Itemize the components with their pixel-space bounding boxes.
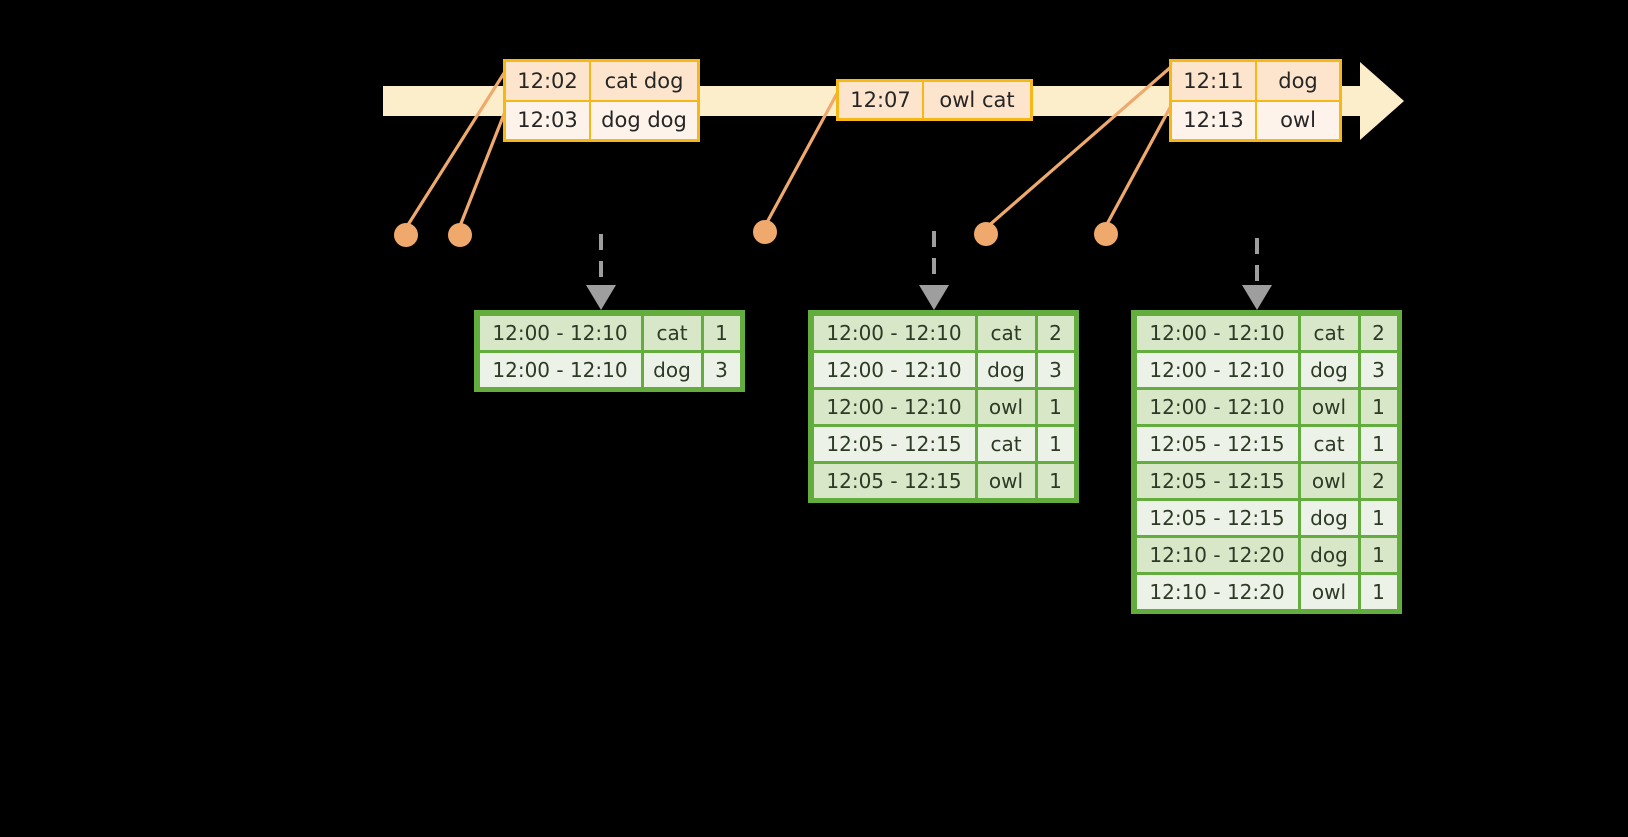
event-group-3[interactable]: 12:11 dog 12:13 owl xyxy=(1169,59,1342,142)
event-row[interactable]: 12:03 dog dog xyxy=(506,99,697,139)
table-cell-count: 3 xyxy=(1037,352,1074,387)
table-cell-word: owl xyxy=(1300,574,1358,609)
event-row[interactable]: 12:11 dog xyxy=(1172,62,1339,100)
table-cell-count: 2 xyxy=(1360,315,1397,350)
emit-arrow-head-3 xyxy=(1242,285,1272,310)
table-cell-count: 3 xyxy=(1360,352,1397,387)
table-cell-count: 1 xyxy=(1037,426,1074,461)
connector-line-3 xyxy=(763,86,842,228)
table-cell-window: 12:05 - 12:15 xyxy=(1136,426,1298,461)
event-words: cat dog xyxy=(591,62,697,100)
table-cell-count: 1 xyxy=(703,315,740,350)
table-cell-word: dog xyxy=(1300,500,1358,535)
table-cell-word: cat xyxy=(977,426,1035,461)
emit-arrows xyxy=(599,231,1259,288)
table-cell-window: 12:10 - 12:20 xyxy=(1136,574,1298,609)
event-time: 12:07 xyxy=(839,82,924,118)
emit-arrow-heads xyxy=(586,285,1272,310)
table-cell-window: 12:05 - 12:15 xyxy=(1136,463,1298,498)
table-cell-count: 1 xyxy=(1037,389,1074,424)
event-time: 12:13 xyxy=(1172,101,1257,139)
table-cell-word: cat xyxy=(1300,426,1358,461)
event-time: 12:02 xyxy=(506,62,591,100)
event-dot-5 xyxy=(1094,222,1118,246)
event-dot-2 xyxy=(448,223,472,247)
table-cell-count: 1 xyxy=(1360,389,1397,424)
table-cell-window: 12:10 - 12:20 xyxy=(1136,537,1298,572)
table-cell-word: cat xyxy=(643,315,701,350)
event-connector-lines xyxy=(404,64,1174,230)
table-cell-word: dog xyxy=(977,352,1035,387)
connector-line-2 xyxy=(458,102,510,228)
table-cell-window: 12:05 - 12:15 xyxy=(813,426,975,461)
event-time: 12:03 xyxy=(506,101,591,139)
table-cell-window: 12:05 - 12:15 xyxy=(1136,500,1298,535)
table-cell-count: 1 xyxy=(1360,426,1397,461)
table-cell-count: 3 xyxy=(703,352,740,387)
table-cell-word: dog xyxy=(1300,537,1358,572)
emit-arrow-head-1 xyxy=(586,285,616,310)
event-group-2[interactable]: 12:07 owl cat xyxy=(836,79,1033,121)
table-cell-count: 1 xyxy=(1360,537,1397,572)
event-group-1[interactable]: 12:02 cat dog 12:03 dog dog xyxy=(503,59,700,142)
event-dot-3 xyxy=(753,220,777,244)
table-cell-word: cat xyxy=(977,315,1035,350)
table-cell-window: 12:00 - 12:10 xyxy=(479,315,641,350)
table-cell-count: 1 xyxy=(1360,500,1397,535)
table-cell-window: 12:00 - 12:10 xyxy=(813,389,975,424)
table-cell-count: 2 xyxy=(1037,315,1074,350)
table-cell-word: cat xyxy=(1300,315,1358,350)
connector-line-1 xyxy=(404,68,508,230)
event-dots xyxy=(394,220,1118,247)
table-cell-window: 12:00 - 12:10 xyxy=(1136,315,1298,350)
event-words: dog dog xyxy=(591,101,697,139)
table-cell-word: owl xyxy=(1300,463,1358,498)
event-row[interactable]: 12:07 owl cat xyxy=(839,82,1030,118)
table-cell-window: 12:05 - 12:15 xyxy=(813,463,975,498)
table-cell-word: owl xyxy=(1300,389,1358,424)
event-row[interactable]: 12:02 cat dog xyxy=(506,62,697,100)
event-dot-4 xyxy=(974,222,998,246)
connector-line-4 xyxy=(984,64,1174,230)
table-cell-count: 2 xyxy=(1360,463,1397,498)
table-cell-window: 12:00 - 12:10 xyxy=(813,315,975,350)
table-cell-count: 1 xyxy=(1037,463,1074,498)
table-cell-window: 12:00 - 12:10 xyxy=(813,352,975,387)
event-dot-1 xyxy=(394,223,418,247)
emit-arrow-head-2 xyxy=(919,285,949,310)
connector-line-5 xyxy=(1104,102,1174,228)
event-words: owl cat xyxy=(924,82,1030,118)
table-cell-window: 12:00 - 12:10 xyxy=(1136,389,1298,424)
table-cell-window: 12:00 - 12:10 xyxy=(479,352,641,387)
table-cell-window: 12:00 - 12:10 xyxy=(1136,352,1298,387)
event-words: dog xyxy=(1257,62,1339,100)
event-words: owl xyxy=(1257,101,1339,139)
table-cell-word: owl xyxy=(977,389,1035,424)
event-time: 12:11 xyxy=(1172,62,1257,100)
table-cell-word: owl xyxy=(977,463,1035,498)
table-cell-word: dog xyxy=(1300,352,1358,387)
table-cell-count: 1 xyxy=(1360,574,1397,609)
event-row[interactable]: 12:13 owl xyxy=(1172,99,1339,139)
table-cell-word: dog xyxy=(643,352,701,387)
